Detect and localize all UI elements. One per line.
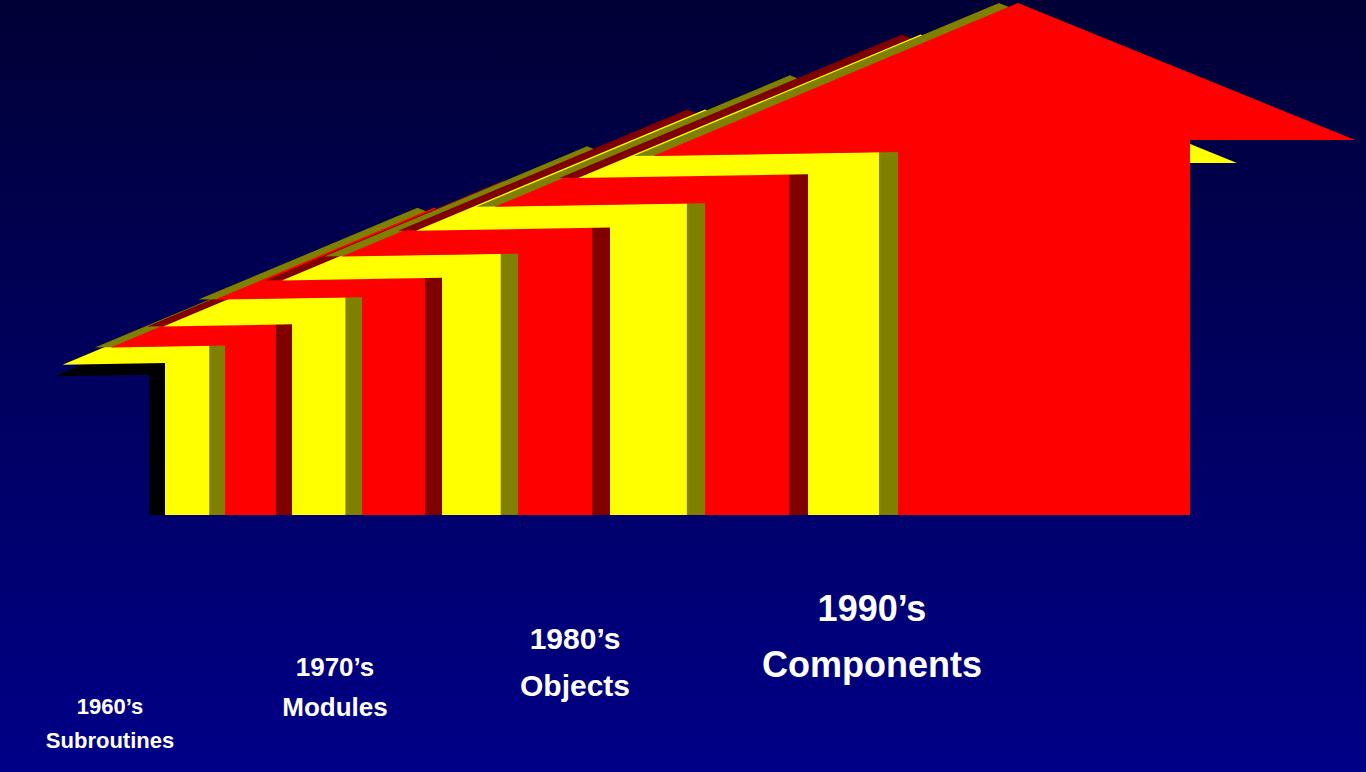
era-label: 1980’s Objects: [500, 616, 650, 709]
house-arrow: [653, 3, 1355, 515]
era-label: 1990’s Components: [747, 581, 997, 693]
house-arrows: [55, 3, 1355, 515]
era-label: 1960’s Subroutines: [39, 690, 181, 758]
era-label: 1970’s Modules: [268, 647, 402, 728]
